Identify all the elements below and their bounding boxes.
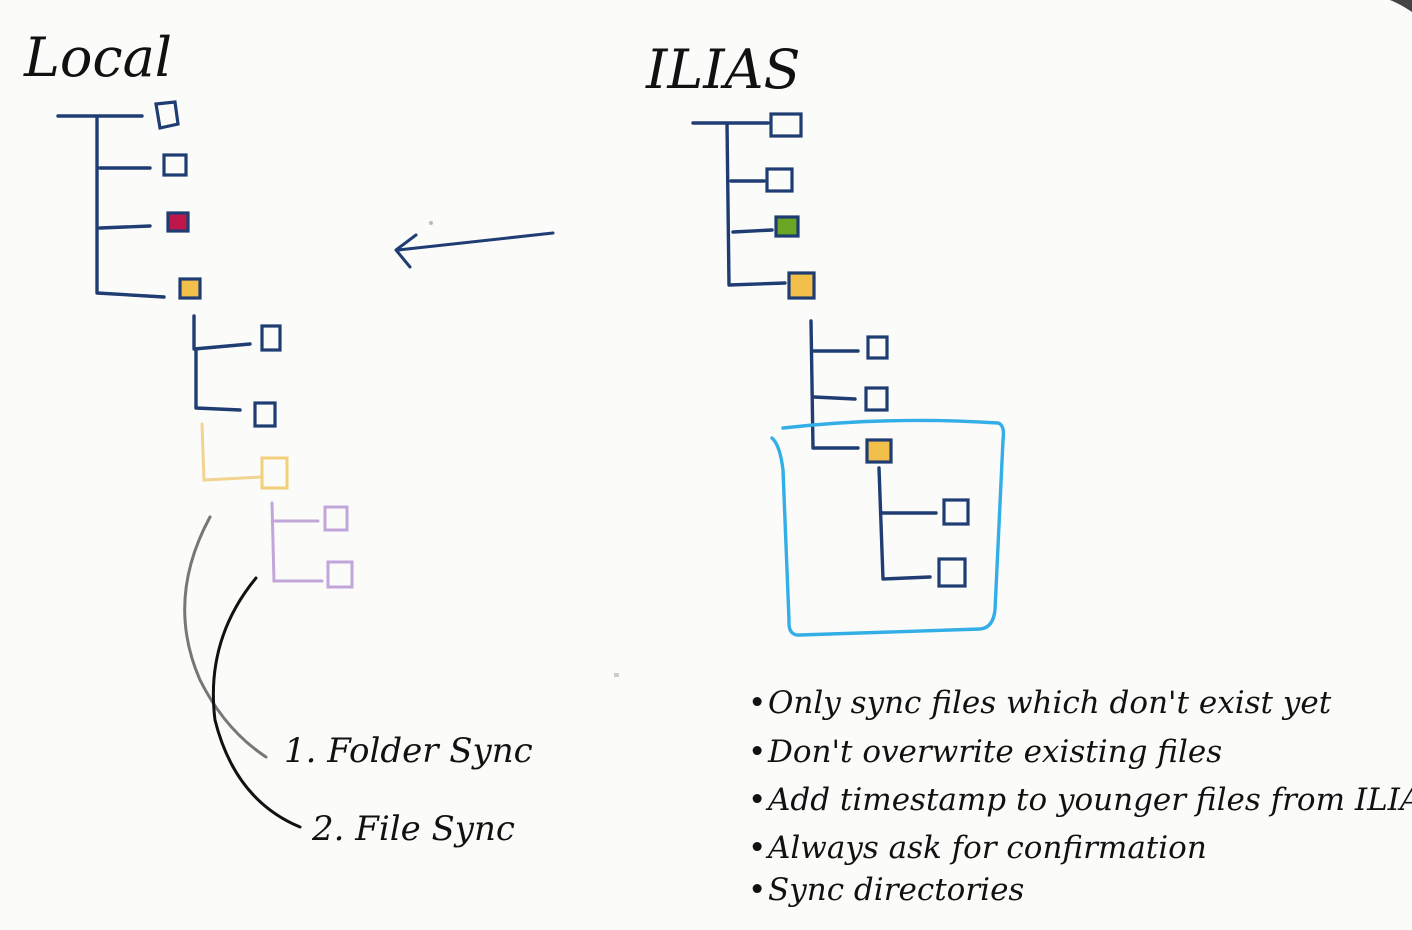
dot-mark [429, 221, 433, 225]
ilias-subsub-branches [877, 466, 938, 581]
local-sub-branch-1 [192, 314, 252, 351]
ilias-sub-branch-2 [812, 395, 857, 401]
local-sub-file-1 [260, 324, 282, 352]
local-new-files-lines [270, 501, 324, 583]
ilias-file-1 [769, 112, 803, 138]
arrow-head [394, 233, 418, 269]
local-new-file-2 [326, 560, 354, 589]
ilias-file-3-changed [774, 215, 800, 238]
local-trunk [56, 114, 166, 299]
local-new-folder-box [260, 456, 289, 490]
rule-bullet-5: • [748, 872, 766, 908]
rule-4: Always ask for confirmation [765, 830, 1207, 866]
dot-mark-2 [614, 673, 619, 677]
local-sub-branch-2 [194, 347, 242, 412]
ilias-sub-folder [865, 438, 893, 464]
step-file-sync: 2. File Sync [311, 809, 515, 849]
ilias-branch-2 [731, 228, 774, 234]
rules-list: • Only sync files which don't exist yet … [748, 685, 1412, 908]
ilias-tree [691, 112, 1006, 637]
local-new-folder-line [200, 422, 264, 482]
ilias-title: ILIAS [645, 38, 801, 101]
local-tree [56, 100, 354, 589]
local-file-1 [154, 100, 180, 130]
rule-5: Sync directories [768, 872, 1024, 908]
rule-2: Don't overwrite existing files [767, 734, 1222, 770]
rule-bullet-4: • [748, 830, 766, 866]
rule-bullet-1: • [748, 685, 766, 721]
file-sync-curve [211, 576, 302, 829]
sync-arrow [394, 231, 555, 269]
local-file-2 [162, 153, 188, 177]
local-title: Local [23, 26, 172, 89]
ilias-highlight-box [770, 418, 1006, 637]
corner-shadow [1390, 0, 1412, 12]
rule-bullet-2: • [748, 734, 766, 770]
local-branch-2 [98, 224, 152, 230]
ilias-sub-file-2 [864, 386, 889, 412]
folder-sync-curve [183, 515, 268, 759]
rule-bullet-3: • [748, 782, 766, 818]
ilias-subsub-file-2 [937, 557, 967, 588]
ilias-file-2 [765, 167, 794, 193]
ilias-sub-file-1 [866, 335, 889, 360]
local-sub-file-2 [253, 401, 277, 428]
rule-3: Add timestamp to younger files from ILIA… [765, 782, 1412, 818]
ilias-folder [787, 271, 816, 300]
rule-1: Only sync files which don't exist yet [768, 685, 1332, 721]
ilias-trunk [691, 121, 787, 287]
arrow-shaft [396, 231, 555, 252]
step-folder-sync: 1. Folder Sync [284, 731, 533, 771]
local-file-3-changed [166, 211, 190, 233]
local-folder [178, 277, 202, 300]
local-new-file-1 [323, 505, 349, 532]
ilias-sub-trunk [809, 319, 860, 450]
ilias-subsub-file-1 [942, 498, 970, 526]
